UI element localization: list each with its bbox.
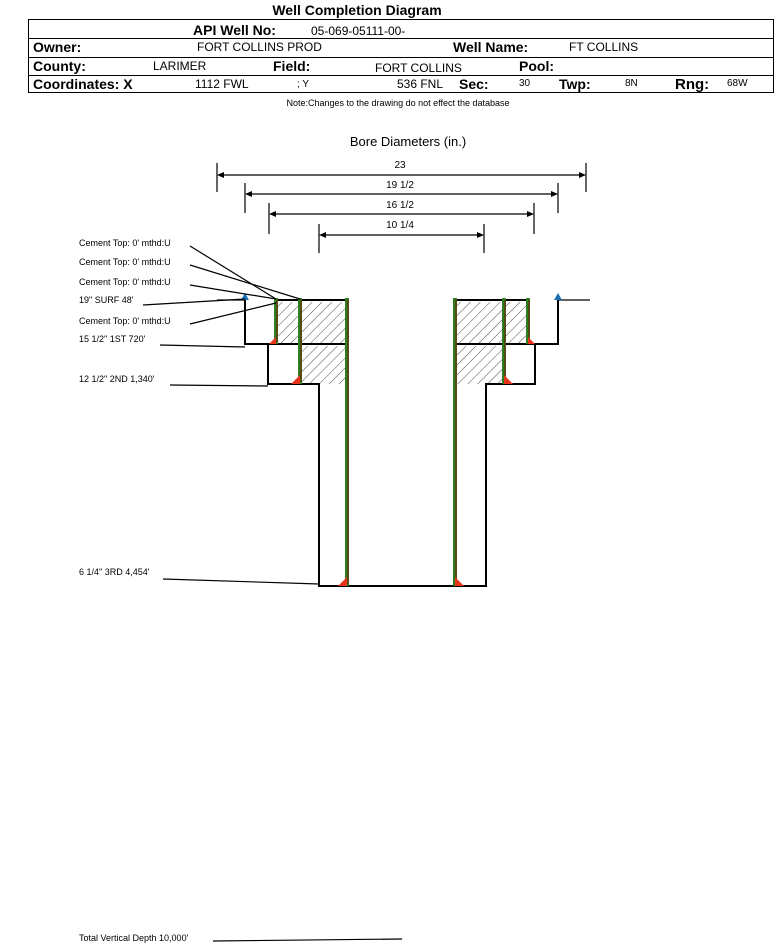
well-name-label: Well Name: bbox=[453, 39, 529, 55]
owner-value: FORT COLLINS PROD bbox=[197, 40, 322, 54]
casing-strings bbox=[274, 298, 530, 586]
x-coordinate-value: 1112 FWL bbox=[195, 77, 249, 91]
header-divider bbox=[29, 57, 773, 58]
county-value: LARIMER bbox=[153, 59, 207, 73]
total-depth-label: Total Vertical Depth 10,000' bbox=[79, 933, 189, 943]
well-header-table: API Well No: 05-069-05111-00- Owner: FOR… bbox=[28, 19, 774, 93]
y-coordinate-label: ; Y bbox=[297, 79, 310, 90]
dimension-label: 23 bbox=[394, 160, 406, 171]
coordinates-label: Coordinates: X bbox=[33, 76, 133, 92]
cement-top-label: Cement Top: 0' mthd:U bbox=[79, 238, 171, 248]
third-string-label: 6 1/4" 3RD 4,454' bbox=[79, 567, 150, 577]
y-coordinate-value: 536 FNL bbox=[397, 77, 444, 91]
dimension-label: 19 1/2 bbox=[386, 180, 414, 191]
field-label: Field: bbox=[273, 58, 311, 74]
string-labels: Cement Top: 0' mthd:U Cement Top: 0' mth… bbox=[79, 238, 189, 943]
label-leaders bbox=[142, 245, 403, 942]
second-string-label: 12 1/2" 2ND 1,340' bbox=[79, 374, 155, 384]
dimension-16-1-2: 16 1/2 bbox=[268, 200, 535, 234]
dimension-label: 10 1/4 bbox=[386, 220, 414, 231]
dimension-10-1-4: 10 1/4 bbox=[318, 220, 485, 253]
bore-diameters-title: Bore Diameters (in.) bbox=[350, 134, 466, 149]
dimension-label: 16 1/2 bbox=[386, 200, 414, 211]
api-label: API Well No: bbox=[193, 22, 276, 38]
section-label: Sec: bbox=[459, 76, 489, 92]
county-label: County: bbox=[33, 58, 86, 74]
township-value: 8N bbox=[625, 78, 638, 89]
first-string-label: 15 1/2" 1ST 720' bbox=[79, 334, 146, 344]
surface-markers bbox=[241, 293, 562, 300]
dimension-19-1-2: 19 1/2 bbox=[244, 180, 559, 213]
casing-shoes bbox=[269, 337, 535, 586]
owner-label: Owner: bbox=[33, 39, 82, 55]
database-note: Note:Changes to the drawing do not effec… bbox=[286, 98, 510, 108]
casing-stripes bbox=[276, 300, 530, 584]
dimension-23: 23 bbox=[216, 160, 587, 192]
cement-top-label: Cement Top: 0' mthd:U bbox=[79, 316, 171, 326]
township-label: Twp: bbox=[559, 76, 591, 92]
surface-casing-label: 19" SURF 48' bbox=[79, 295, 134, 305]
header-divider bbox=[29, 75, 773, 76]
range-value: 68W bbox=[727, 78, 748, 89]
field-value: FORT COLLINS bbox=[375, 61, 462, 75]
cement-top-label: Cement Top: 0' mthd:U bbox=[79, 277, 171, 287]
api-value: 05-069-05111-00- bbox=[311, 24, 406, 38]
range-label: Rng: bbox=[675, 76, 710, 93]
header-divider bbox=[29, 38, 773, 39]
well-name-value: FT COLLINS bbox=[569, 40, 639, 54]
pool-label: Pool: bbox=[519, 58, 554, 74]
cement-top-label: Cement Top: 0' mthd:U bbox=[79, 257, 171, 267]
section-value: 30 bbox=[519, 78, 531, 89]
cement-hatching bbox=[276, 302, 528, 384]
page-title: Well Completion Diagram bbox=[272, 2, 442, 18]
